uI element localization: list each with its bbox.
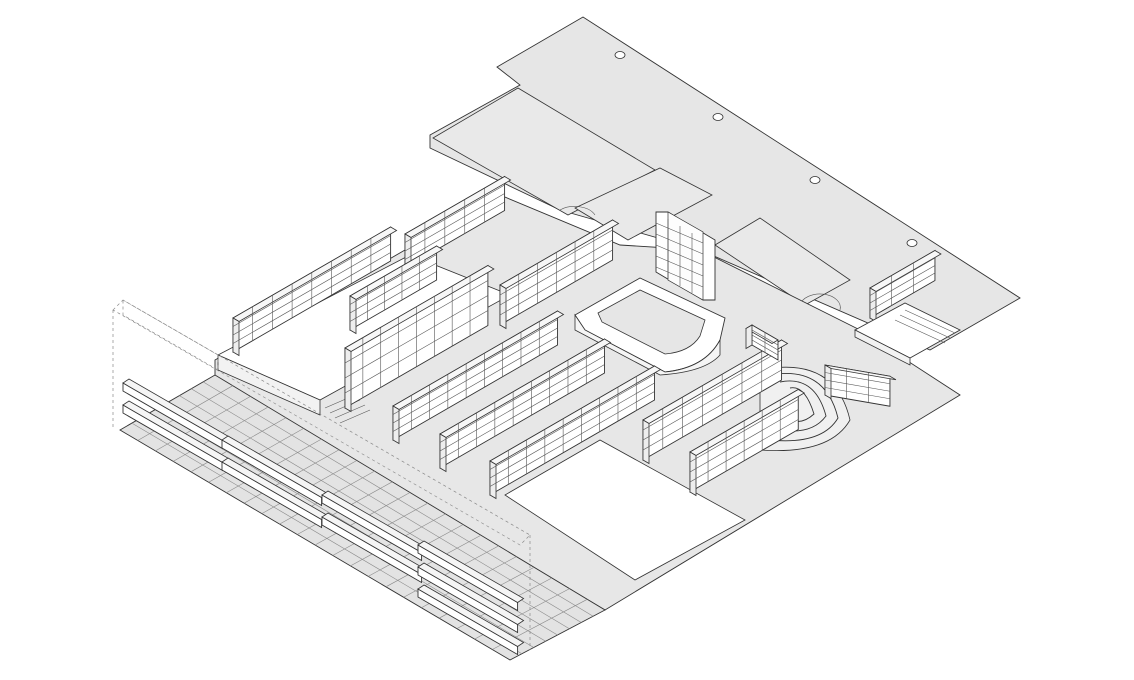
reading-platform-left-edge bbox=[217, 354, 321, 416]
office-room-3 bbox=[714, 217, 851, 306]
shelf-small-left bbox=[349, 245, 444, 335]
column-4 bbox=[906, 239, 918, 247]
shelf-back-mid bbox=[404, 175, 512, 273]
tower-shelf-lines bbox=[655, 219, 704, 293]
shelf-vertical-divider bbox=[745, 324, 779, 361]
glazing-frame bbox=[112, 299, 531, 546]
column-1 bbox=[614, 51, 626, 59]
rear-floor-slab bbox=[429, 16, 1021, 351]
glazing-upper bbox=[122, 299, 219, 371]
shelf-curve-right bbox=[824, 364, 897, 407]
column-3 bbox=[809, 176, 821, 184]
shelf-right-1 bbox=[642, 339, 789, 465]
bench-7 bbox=[417, 540, 525, 612]
amphi-step-3 bbox=[779, 380, 827, 432]
desk-inner bbox=[597, 289, 706, 355]
bench-4 bbox=[221, 457, 329, 529]
door-swing-2 bbox=[799, 293, 841, 311]
bookshelves bbox=[232, 175, 942, 500]
stair-block-right bbox=[854, 302, 961, 366]
shelf-far-right bbox=[869, 249, 942, 323]
bench-6 bbox=[321, 512, 429, 584]
benches bbox=[122, 378, 525, 656]
amphi-step-2 bbox=[769, 372, 839, 442]
shelf-back-left bbox=[232, 226, 398, 357]
shelf-mid-right bbox=[499, 219, 620, 330]
bench-8 bbox=[417, 562, 525, 634]
lounge-area bbox=[504, 439, 746, 581]
shelf-row-1 bbox=[392, 310, 565, 445]
door-swing-1 bbox=[559, 206, 596, 216]
shelf-left-long bbox=[344, 264, 495, 413]
shelf-row-3 bbox=[489, 365, 662, 500]
shelf-right-2 bbox=[689, 388, 806, 497]
shelf-row-2 bbox=[439, 338, 612, 473]
bench-9 bbox=[417, 584, 525, 656]
shelf-tower bbox=[655, 211, 716, 301]
column-2 bbox=[712, 113, 724, 121]
